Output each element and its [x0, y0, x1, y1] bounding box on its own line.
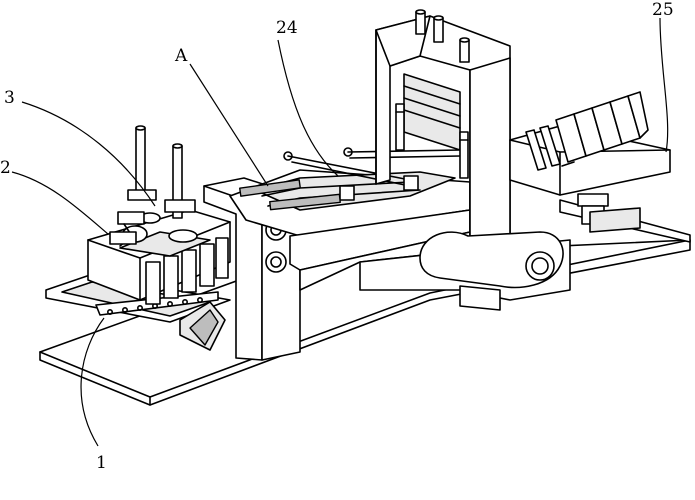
outlet-table: [509, 91, 671, 233]
callout-label-3: 3: [4, 88, 15, 108]
callout-label-2: 2: [0, 158, 11, 178]
callout-label-24: 24: [276, 18, 298, 38]
cross-beam: [229, 147, 471, 291]
callout-label-25: 25: [652, 0, 674, 20]
leader-lines: [11, 17, 669, 447]
callout-label-1: 1: [96, 453, 107, 473]
guide-rods: [109, 125, 196, 247]
drive-housing: [359, 231, 571, 311]
press-portal: [375, 9, 511, 291]
callout-label-a: A: [175, 46, 188, 66]
